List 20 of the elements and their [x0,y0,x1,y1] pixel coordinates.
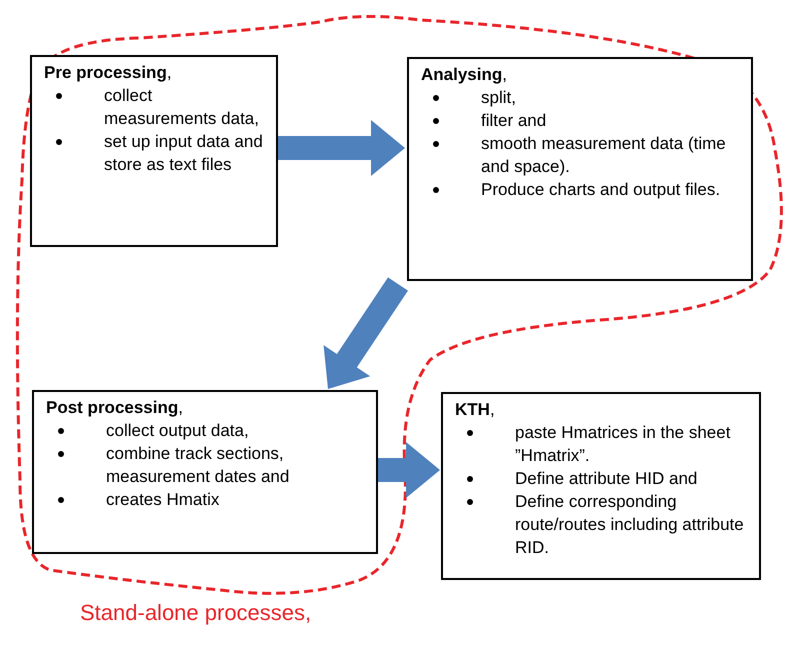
bullet-text: Define attribute HID and [515,468,698,490]
bullet-text: collect output data, [106,420,249,442]
block-arrow [378,442,440,498]
bullet-text: split, [481,87,516,109]
bullet-text: Define corresponding route/routes including attribute RID. [515,491,745,559]
bullet-text: smooth measurement data (time and space). [481,133,727,178]
bullet-text: paste Hmatrices in the sheet ”Hmatrix”. [515,422,732,467]
process-box [30,55,278,247]
box-heading: KTH, [455,399,496,421]
bullet-text: creates Hmatix [106,489,220,511]
bullet-text: Produce charts and output files. [481,179,720,201]
box-heading: Pre processing, [44,62,173,84]
bullet-text: set up input data and store as text files [104,131,264,176]
block-arrow [278,120,405,176]
box-heading: Analysing, [421,64,508,86]
box-heading: Post processing, [46,397,184,419]
bullet-text: filter and [481,110,546,132]
outline-caption: Stand-alone processes, [80,599,312,627]
block-arrow [324,277,408,389]
process-box [441,392,761,580]
